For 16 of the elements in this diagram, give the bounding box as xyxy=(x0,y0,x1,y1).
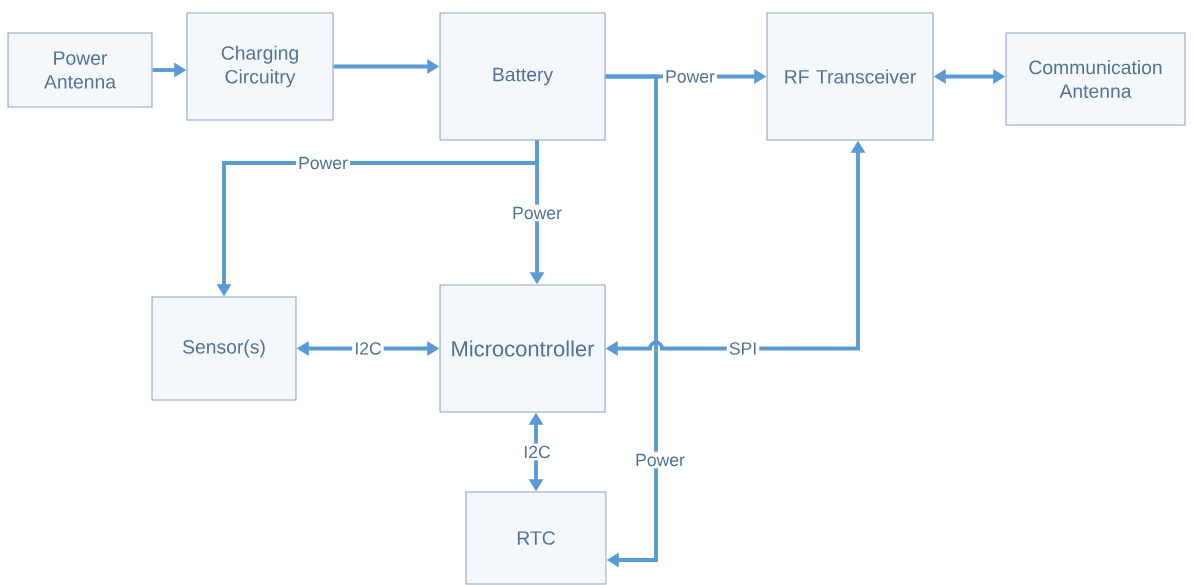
edge-label: Power xyxy=(296,154,350,172)
block-box: Charging Circuitry xyxy=(186,12,334,121)
block-box: Microcontroller xyxy=(439,284,606,413)
block-box: Communication Antenna xyxy=(1005,32,1186,126)
edge-label: I2C xyxy=(352,340,384,357)
block-box: RTC xyxy=(465,491,607,585)
block-box: Battery xyxy=(439,12,606,141)
edge-label: Power xyxy=(663,68,717,85)
edge-label: Power xyxy=(510,204,564,222)
block-box: Sensor(s) xyxy=(151,296,297,401)
edge-label: Power xyxy=(633,451,687,469)
edge-label: I2C xyxy=(521,443,553,461)
edge-label: SPI xyxy=(726,340,760,357)
arrow xyxy=(605,74,658,568)
block-box: RF Transceiver xyxy=(766,12,934,141)
block-box: Power Antenna xyxy=(7,32,153,108)
